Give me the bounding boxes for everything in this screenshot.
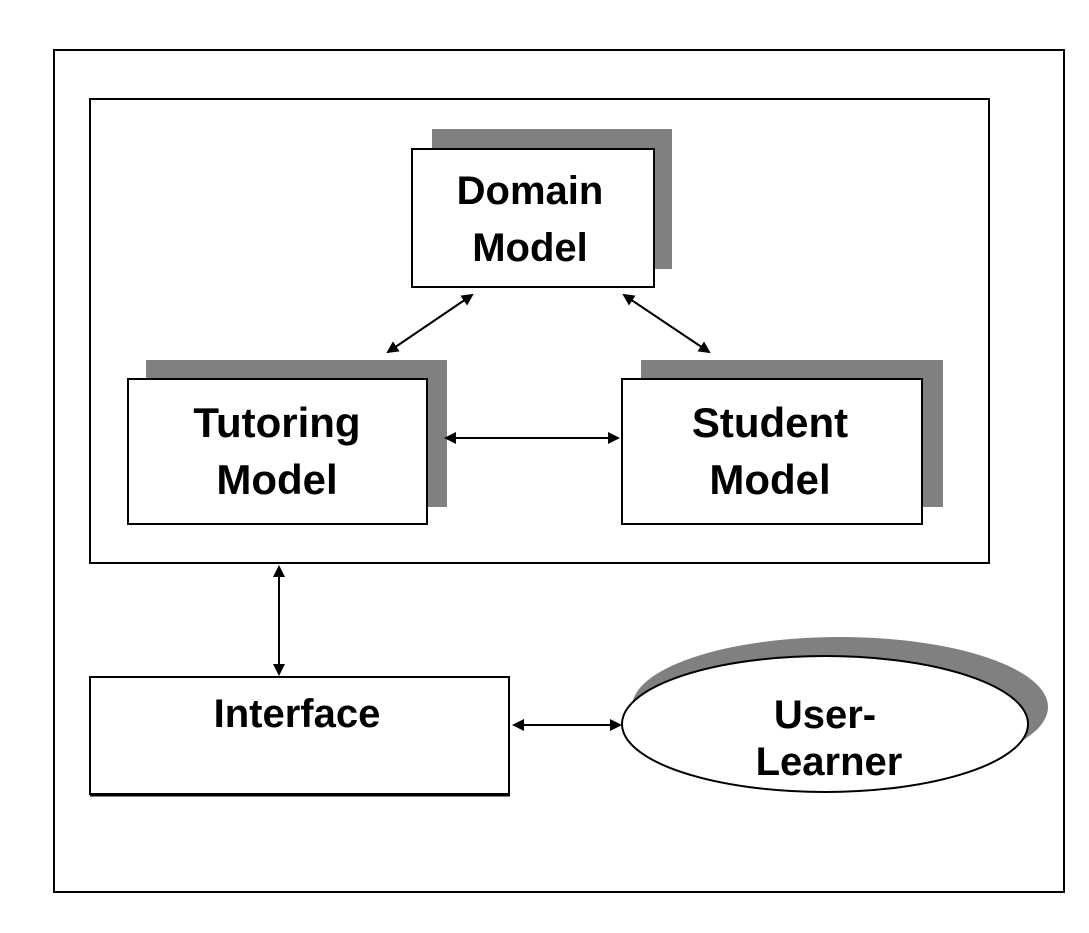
student-model-box: Student Model (621, 360, 943, 525)
tutoring-model-rect (127, 378, 428, 525)
domain-model-rect (411, 148, 655, 288)
interface-rect (89, 676, 510, 795)
domain-model-box: Domain Model (411, 129, 672, 288)
tutoring-model-label-line2: Model (216, 456, 337, 503)
student-model-label-line1: Student (692, 399, 848, 446)
student-model-rect (621, 378, 923, 525)
domain-model-label-line2: Model (472, 226, 588, 270)
tutoring-model-box: Tutoring Model (127, 360, 447, 525)
interface-label: Interface (214, 692, 381, 736)
user-learner-node: User- Learner (621, 637, 1048, 793)
domain-model-label-line1: Domain (457, 169, 604, 213)
arrow-domain-student (622, 293, 711, 354)
tutoring-model-label-line1: Tutoring (193, 399, 360, 446)
user-learner-label-line2: Learner (756, 740, 903, 784)
user-learner-label-line1: User- (774, 693, 876, 737)
student-model-label-line2: Model (709, 456, 830, 503)
interface-box: Interface (89, 676, 510, 797)
arrow-domain-tutoring (386, 293, 474, 354)
user-learner-ellipse (621, 655, 1029, 793)
